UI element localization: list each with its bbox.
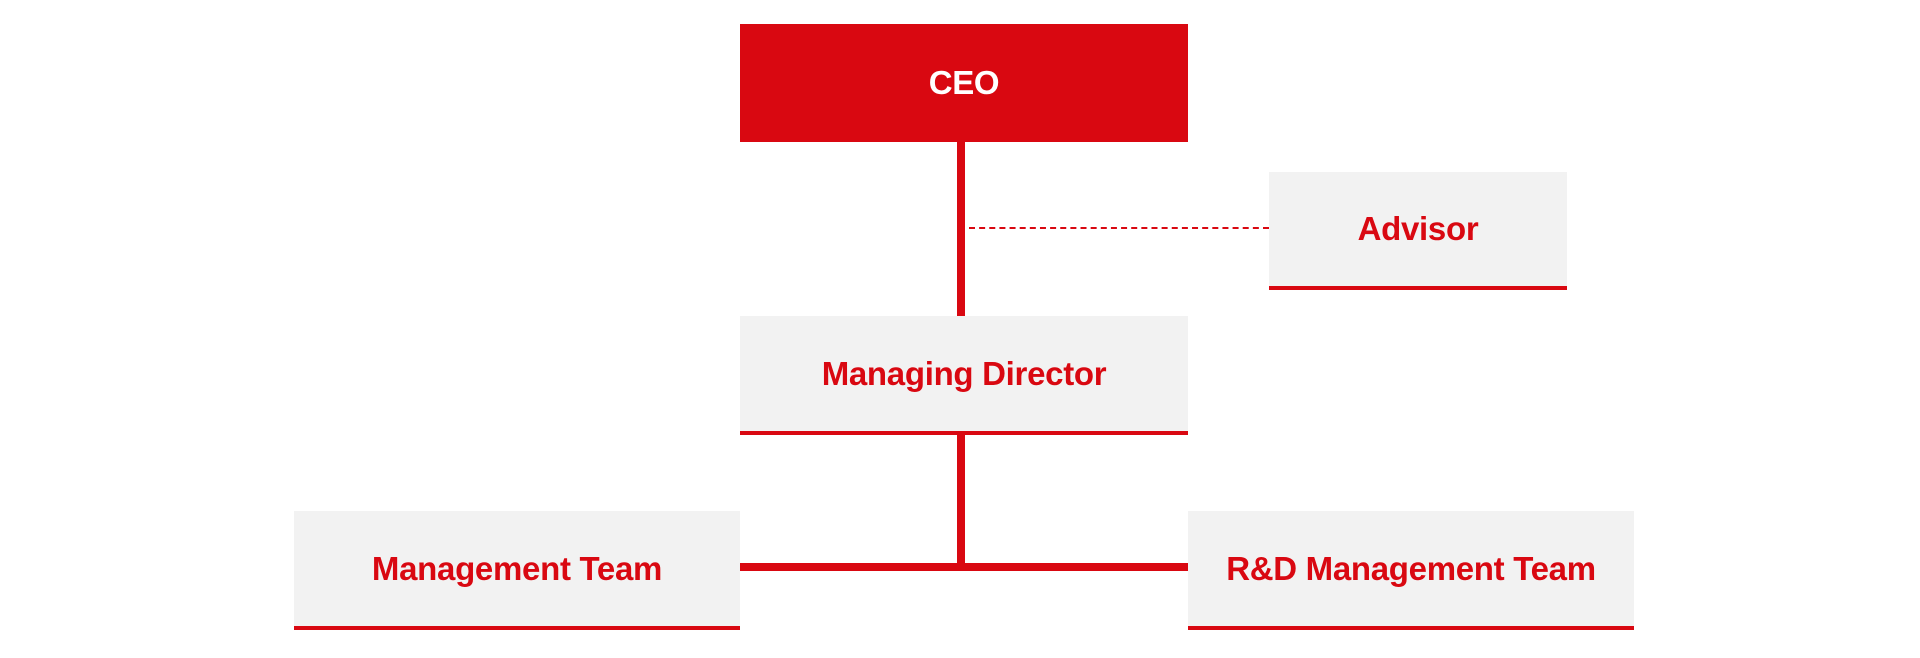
managing-director-box: Managing Director <box>740 316 1188 435</box>
rd-management-team-box: R&D Management Team <box>1188 511 1634 630</box>
advisor-box: Advisor <box>1269 172 1567 290</box>
connector-advisor-dashed <box>969 227 1269 229</box>
connector-managing-director-to-teams <box>957 433 965 569</box>
ceo-label: CEO <box>928 64 1000 101</box>
advisor-label: Advisor <box>1357 210 1479 247</box>
management-team-box: Management Team <box>294 511 740 630</box>
management-team-label: Management Team <box>371 549 663 587</box>
managing-director-label: Managing Director <box>821 354 1107 392</box>
rd-management-team-label: R&D Management Team <box>1226 549 1596 587</box>
connector-ceo-to-managing-director <box>957 140 965 318</box>
ceo-box: CEO <box>740 24 1188 142</box>
connector-teams-horizontal <box>740 563 1188 571</box>
